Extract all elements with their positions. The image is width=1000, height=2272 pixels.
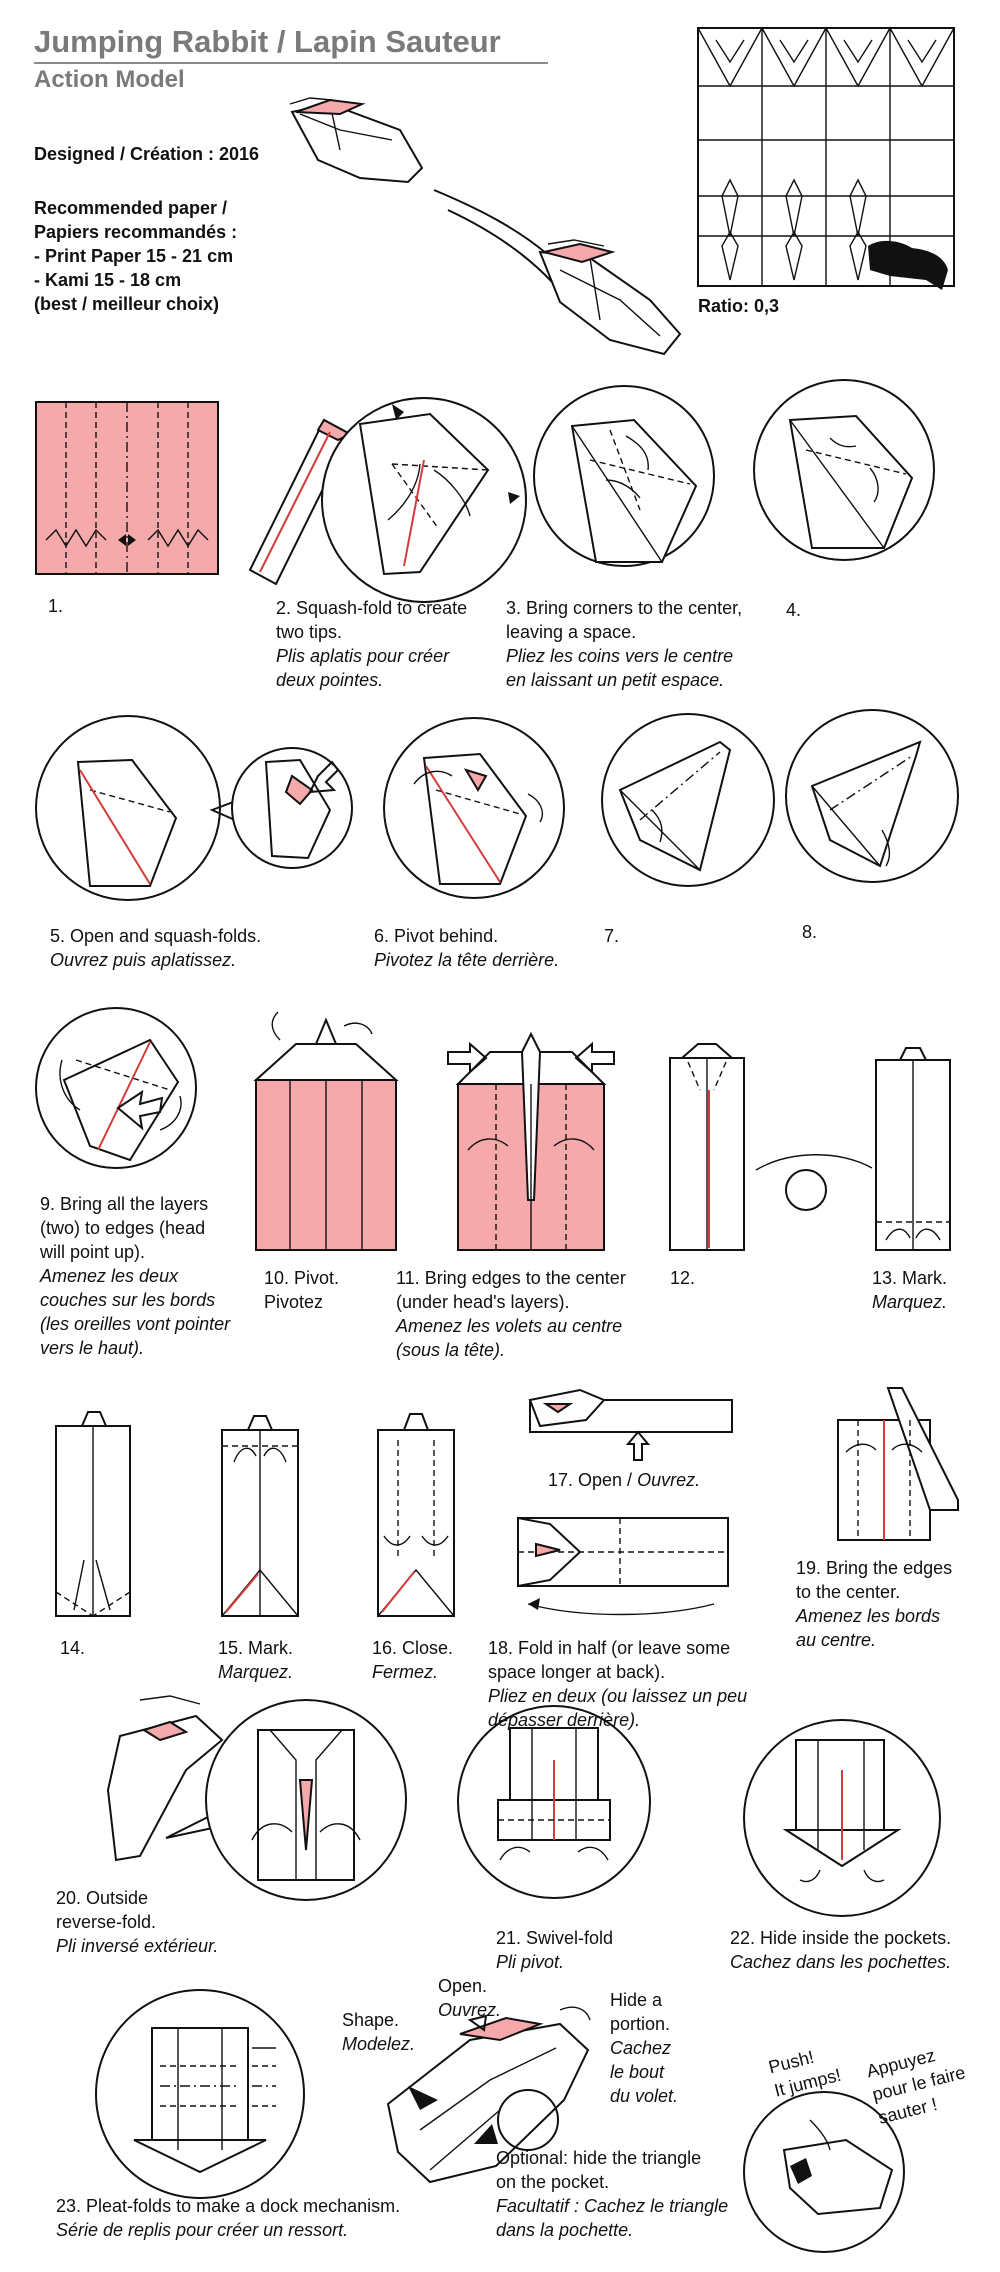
step9-caption: 9. Bring all the layers(two) to edges (h… (40, 1194, 231, 1358)
step23-caption: 23. Pleat-folds to make a dock mechanism… (56, 2196, 401, 2240)
step3-caption: 3. Bring corners to the center,leaving a… (506, 598, 743, 690)
page-title: Jumping Rabbit / Lapin Sauteur (34, 24, 501, 59)
paper-line: Papiers recommandés : (34, 222, 238, 242)
step2-diagram (248, 397, 527, 603)
step14-caption: 14. (60, 1638, 86, 1658)
push-diagram (743, 2091, 905, 2253)
step15-caption: 15. Mark. Marquez. (218, 1638, 294, 1682)
paper-ratio: Ratio: 0,3 (698, 296, 780, 316)
step8-diagram (785, 709, 959, 883)
step17-diagram (528, 1388, 733, 1461)
step5-caption: 5. Open and squash-folds. Ouvrez puis ap… (50, 926, 262, 970)
jumping-rabbit-illustration (289, 97, 682, 356)
step22-caption: 22. Hide inside the pockets. Cachez dans… (730, 1928, 952, 1972)
paper-line: - Kami 15 - 18 cm (34, 270, 182, 290)
step15-diagram (221, 1415, 299, 1617)
step13-diagram (875, 1047, 951, 1251)
page-subtitle: Action Model (34, 66, 185, 93)
step1-diagram (35, 401, 219, 575)
final-model-diagram (386, 2006, 591, 2184)
step20-diagram (106, 1695, 407, 1901)
crease-pattern (697, 26, 955, 290)
step21-diagram (457, 1705, 651, 1899)
step4-caption: 4. (786, 600, 802, 620)
title-divider (34, 62, 548, 64)
step12-diagram (669, 1043, 873, 1251)
step6-caption: 6. Pivot behind. Pivotez la tête derrièr… (374, 926, 560, 970)
step13-caption: 13. Mark. Marquez. (872, 1268, 948, 1312)
step4-diagram (753, 379, 935, 561)
step10-caption: 10. Pivot.Pivotez (264, 1268, 340, 1312)
design-year: Designed / Création : 2016 (34, 144, 260, 164)
step14-diagram (55, 1411, 131, 1617)
step10-diagram (253, 1011, 399, 1251)
paper-recommendations: Recommended paper / Papiers recommandés … (34, 196, 237, 316)
step21-caption: 21. Swivel-fold Pli pivot. (496, 1928, 614, 1972)
step7-diagram (601, 713, 775, 887)
step16-diagram (377, 1413, 455, 1617)
paper-line: Recommended paper / (34, 198, 228, 218)
step18-diagram (517, 1516, 729, 1616)
annotation-open: Open. Ouvrez. (438, 1976, 502, 2020)
step11-caption: 11. Bring edges to the center(under head… (396, 1268, 626, 1360)
step9-diagram (35, 1007, 197, 1169)
step5-diagram (35, 715, 353, 901)
step17-caption: 17. Open / Ouvrez. (548, 1470, 701, 1490)
step3-diagram (533, 385, 715, 567)
rabbit-silhouette-icon (868, 240, 948, 290)
step7-caption: 7. (604, 926, 620, 946)
paper-line: - Print Paper 15 - 21 cm (34, 246, 234, 266)
step11-diagram (447, 1031, 615, 1251)
annotation-shape: Shape. Modelez. (342, 2010, 416, 2054)
paper-line: (best / meilleur choix) (34, 294, 220, 314)
step6-diagram (383, 717, 565, 899)
step22-diagram (743, 1719, 941, 1917)
step12-caption: 12. (670, 1268, 696, 1288)
step23-diagram (95, 1989, 305, 2199)
step16-caption: 16. Close. Fermez. (372, 1638, 454, 1682)
step8-caption: 8. (802, 922, 818, 942)
step1-caption: 1. (48, 596, 64, 616)
step19-diagram (837, 1387, 959, 1541)
